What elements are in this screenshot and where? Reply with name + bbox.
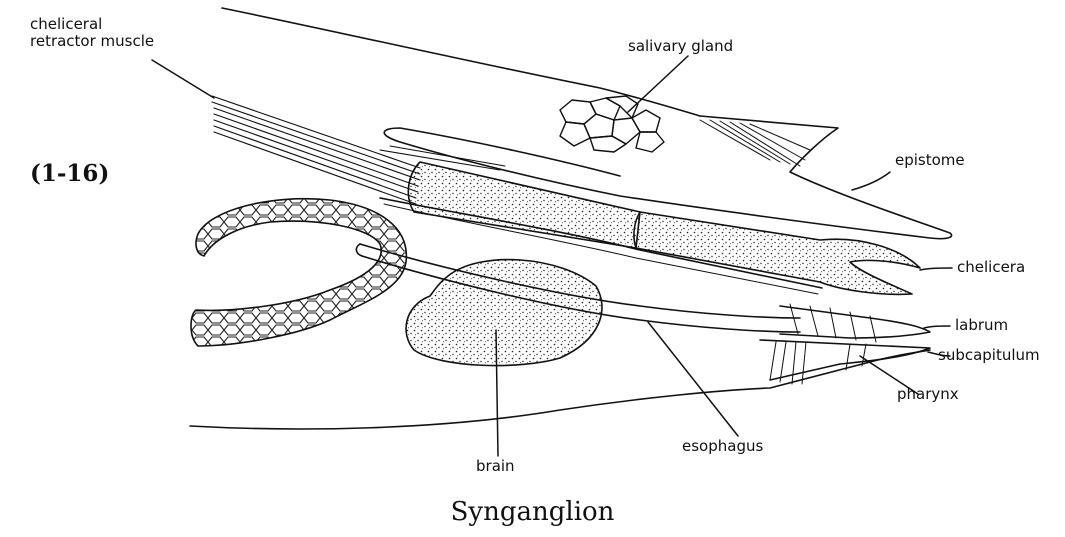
dorsal-outline bbox=[222, 8, 700, 116]
label-pharynx: pharynx bbox=[897, 386, 959, 403]
chelicera-distal bbox=[634, 212, 920, 294]
figure-number: (1-16) bbox=[30, 160, 109, 187]
figure-caption: Synganglion bbox=[0, 497, 1065, 527]
label-salivary-gland: salivary gland bbox=[628, 38, 733, 55]
label-esophagus: esophagus bbox=[682, 438, 763, 455]
label-labrum: labrum bbox=[955, 317, 1008, 334]
label-line: retractor muscle bbox=[30, 33, 154, 50]
salivary-gland-cells bbox=[560, 96, 664, 152]
label-subcapitulum: subcapitulum bbox=[938, 347, 1040, 364]
gut-diverticulum bbox=[191, 199, 406, 346]
label-chelicera: chelicera bbox=[957, 259, 1025, 276]
label-line: cheliceral bbox=[30, 16, 154, 33]
label-brain: brain bbox=[476, 458, 515, 475]
label-epistome: epistome bbox=[895, 152, 965, 169]
brain-outline bbox=[406, 260, 602, 366]
label-cheliceral-retractor-muscle: cheliceral retractor muscle bbox=[30, 16, 154, 50]
ventral-outline bbox=[190, 350, 930, 429]
epistome-muscle bbox=[700, 120, 810, 166]
